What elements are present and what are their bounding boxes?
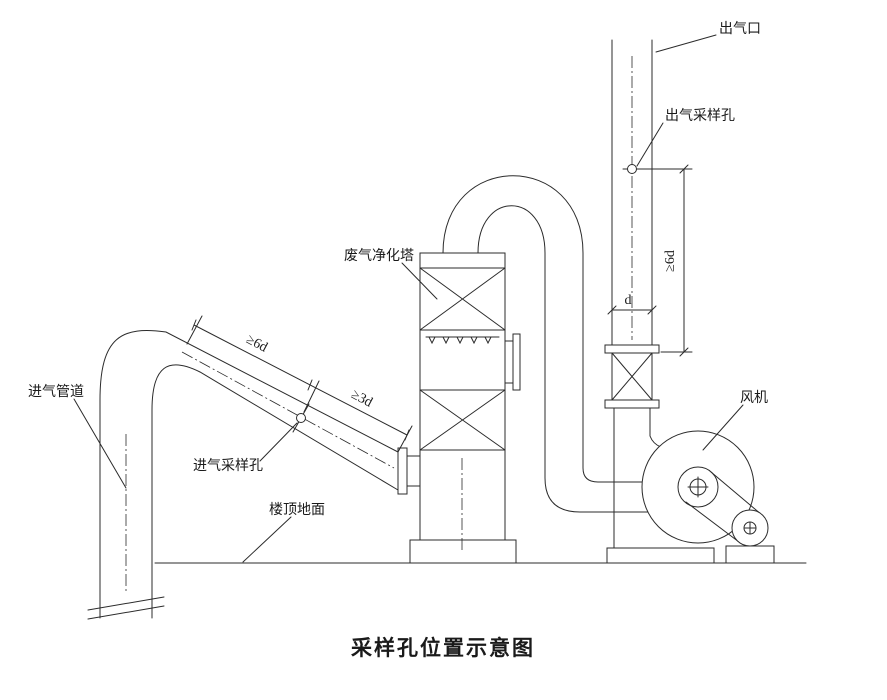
label-gas-outlet: 出气口 bbox=[719, 21, 761, 37]
inlet-sampling-hole-symbol bbox=[296, 413, 306, 423]
tower-packing-x-lower bbox=[419, 389, 506, 451]
inlet-pipe-inner-wall bbox=[151, 364, 399, 619]
motor-base bbox=[725, 545, 775, 564]
label-purification-tower: 废气净化塔 bbox=[344, 248, 414, 264]
stack-diameter-dim bbox=[607, 305, 657, 315]
outlet-dim-ticks bbox=[679, 164, 689, 357]
leader-fan bbox=[702, 404, 744, 451]
label-inlet-sampling-hole: 进气采样孔 bbox=[193, 458, 263, 474]
label-roof-ground: 楼顶地面 bbox=[269, 502, 325, 518]
pipe-break-mark bbox=[87, 596, 165, 620]
leader-inlet-pipe bbox=[73, 398, 127, 489]
diagram-title: 采样孔位置示意图 bbox=[351, 636, 535, 660]
tower-packing-x-upper bbox=[419, 267, 506, 331]
tower-inlet-flange bbox=[397, 447, 408, 495]
inlet-dim-line bbox=[193, 324, 408, 436]
tower-inlet-connector bbox=[406, 455, 421, 487]
tower-base bbox=[409, 539, 517, 564]
tower-body bbox=[419, 252, 506, 541]
fan-outlet-duct-right-wall bbox=[649, 407, 662, 448]
belt-lines bbox=[685, 471, 763, 543]
leader-purification-tower bbox=[401, 262, 438, 300]
stack-walls bbox=[611, 39, 653, 346]
stack-upper-flange bbox=[604, 344, 660, 354]
inlet-pipe-diagonal-centerline bbox=[181, 351, 395, 469]
leader-inlet-sampling-hole bbox=[259, 422, 298, 462]
label-inlet-pipe: 进气管道 bbox=[28, 384, 84, 400]
inlet-pipe-outer-wall bbox=[99, 330, 399, 619]
flexible-joint bbox=[611, 352, 653, 401]
inlet-dim-ticks bbox=[191, 319, 410, 441]
outlet-dim-extension-lines bbox=[638, 168, 693, 353]
tower-outlet-pipe-outer-wall bbox=[442, 175, 657, 483]
tower-section-lines bbox=[419, 267, 506, 451]
tower-side-flange bbox=[504, 333, 521, 391]
fan-base bbox=[606, 547, 715, 564]
motor-center-cross bbox=[743, 521, 757, 535]
label-outlet-sampling-hole: 出气采样孔 bbox=[665, 108, 735, 124]
leader-outlet-sampling-hole bbox=[636, 122, 664, 167]
dim-stack-diameter: d bbox=[625, 293, 632, 308]
dim-outlet-upstream: ≥6d bbox=[663, 250, 678, 272]
outlet-sampling-hole-symbol bbox=[627, 164, 637, 174]
leader-gas-outlet bbox=[655, 34, 717, 53]
leader-roof-ground bbox=[242, 516, 292, 563]
spray-header bbox=[425, 336, 500, 345]
fan-hub-center-cross bbox=[687, 476, 709, 498]
label-fan: 风机 bbox=[740, 390, 768, 406]
tower-outlet-pipe-inner-wall bbox=[477, 205, 653, 513]
stack-lower-flange bbox=[604, 399, 660, 409]
